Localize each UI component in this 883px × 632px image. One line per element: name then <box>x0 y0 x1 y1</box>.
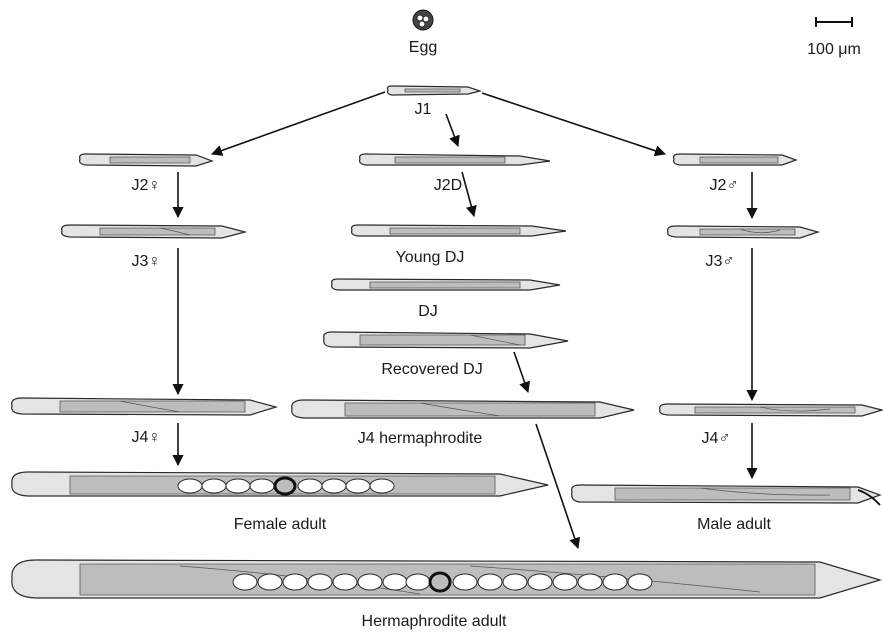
worm-recovered-dj <box>323 331 569 349</box>
arrow-j2d-to-young-dj <box>461 171 477 218</box>
worm-young-dj <box>351 224 567 237</box>
scale-bar-label: 100 μm <box>807 41 861 58</box>
female-adult-eggs <box>177 476 395 496</box>
label-j2-female: J2♀ <box>132 177 161 194</box>
label-recovered-dj: Recovered DJ <box>381 361 482 378</box>
label-hermaphrodite-adult: Hermaphrodite adult <box>362 613 508 630</box>
hermaphrodite-adult-eggs <box>232 571 653 593</box>
label-j1: J1 <box>415 101 432 118</box>
label-j4-male: J4♂ <box>702 430 731 447</box>
label-j4-hermaphrodite: J4 hermaphrodite <box>358 430 483 447</box>
arrow-j1-to-j2d <box>445 113 460 148</box>
label-female-adult: Female adult <box>234 516 327 533</box>
worm-hermaphrodite-adult <box>11 559 883 599</box>
arrow-j1-to-j2-female <box>210 91 386 156</box>
scale-bar: 100 μm <box>807 17 861 58</box>
label-dj: DJ <box>418 303 438 320</box>
label-egg: Egg <box>409 39 437 56</box>
worm-j3-female <box>61 224 248 239</box>
worm-j4-male <box>659 403 883 417</box>
arrows <box>172 91 758 550</box>
label-j3-female: J3♀ <box>132 253 161 270</box>
worm-j1 <box>386 85 483 96</box>
worm-j2d <box>359 153 551 166</box>
label-j4-female: J4♀ <box>132 429 161 446</box>
worm-j2-female <box>79 153 214 167</box>
worm-j4-hermaphrodite <box>291 399 635 419</box>
worm-dj <box>331 278 561 291</box>
worm-male-adult <box>571 484 882 506</box>
label-j3-male: J3♂ <box>706 253 735 270</box>
worm-female-adult <box>11 471 549 497</box>
arrow-recovered-dj-to-j4-hermaphrodite <box>513 351 530 394</box>
worm-j2-male <box>673 153 798 166</box>
worm-j3-male <box>667 225 821 239</box>
label-j2d: J2D <box>434 177 462 194</box>
arrow-j1-to-j2-male <box>481 92 667 157</box>
label-j2-male: J2♂ <box>710 177 739 194</box>
arrow-j4-hermaphrodite-to-hermaphrodite-adult <box>535 423 581 550</box>
label-male-adult: Male adult <box>697 516 771 533</box>
label-young-dj: Young DJ <box>396 249 465 266</box>
egg-drawing <box>412 9 434 31</box>
worm-j4-female <box>11 397 279 416</box>
